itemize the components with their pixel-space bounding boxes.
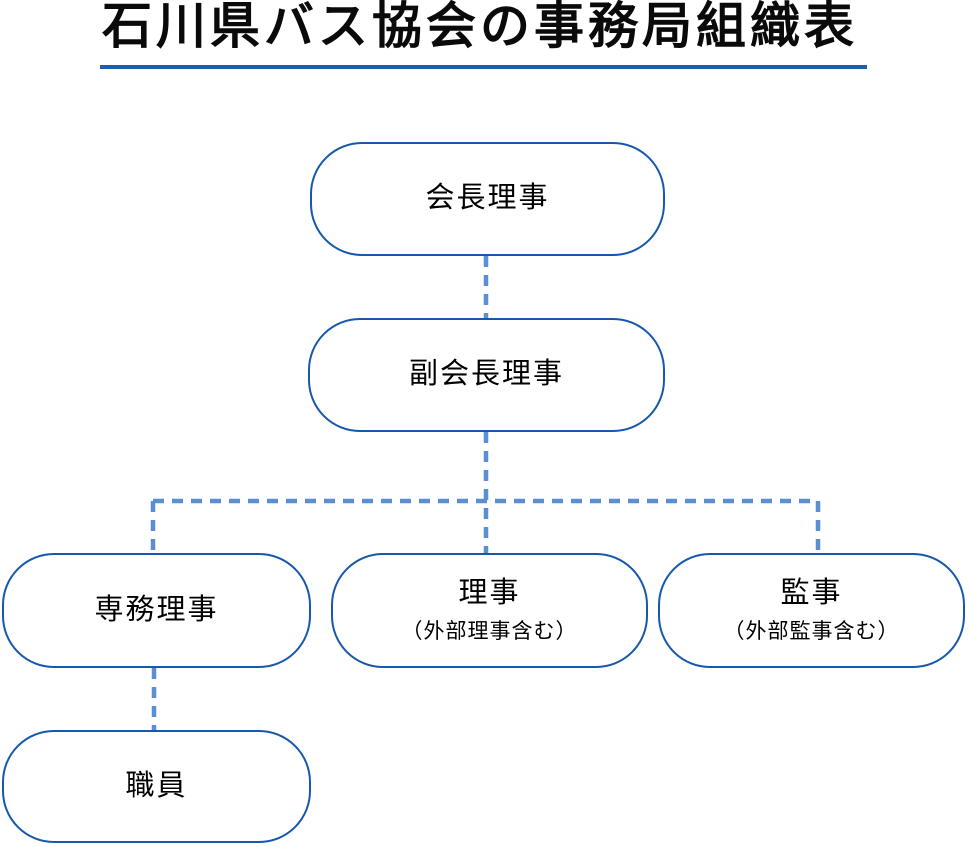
node-staff: 職員: [2, 730, 311, 843]
node-executive-director: 専務理事: [2, 553, 311, 668]
node-auditor-label: 監事: [780, 577, 843, 609]
node-vice-chairman-label: 副会長理事: [408, 358, 564, 391]
node-vice-chairman: 副会長理事: [308, 318, 665, 432]
node-auditor: 監事 （外部監事含む）: [658, 553, 965, 668]
node-executive-director-label: 専務理事: [94, 593, 219, 626]
node-director-label: 理事: [458, 577, 521, 609]
node-auditor-sublabel: （外部監事含む）: [723, 619, 900, 643]
page-title: 石川県バス協会の事務局組織表: [102, 0, 858, 54]
node-chairman-label: 会長理事: [425, 182, 550, 215]
node-staff-label: 職員: [125, 769, 188, 802]
title-underline: [100, 65, 867, 69]
node-director-sublabel: （外部理事含む）: [401, 619, 578, 643]
node-chairman: 会長理事: [310, 142, 665, 256]
node-director: 理事 （外部理事含む）: [331, 553, 648, 668]
